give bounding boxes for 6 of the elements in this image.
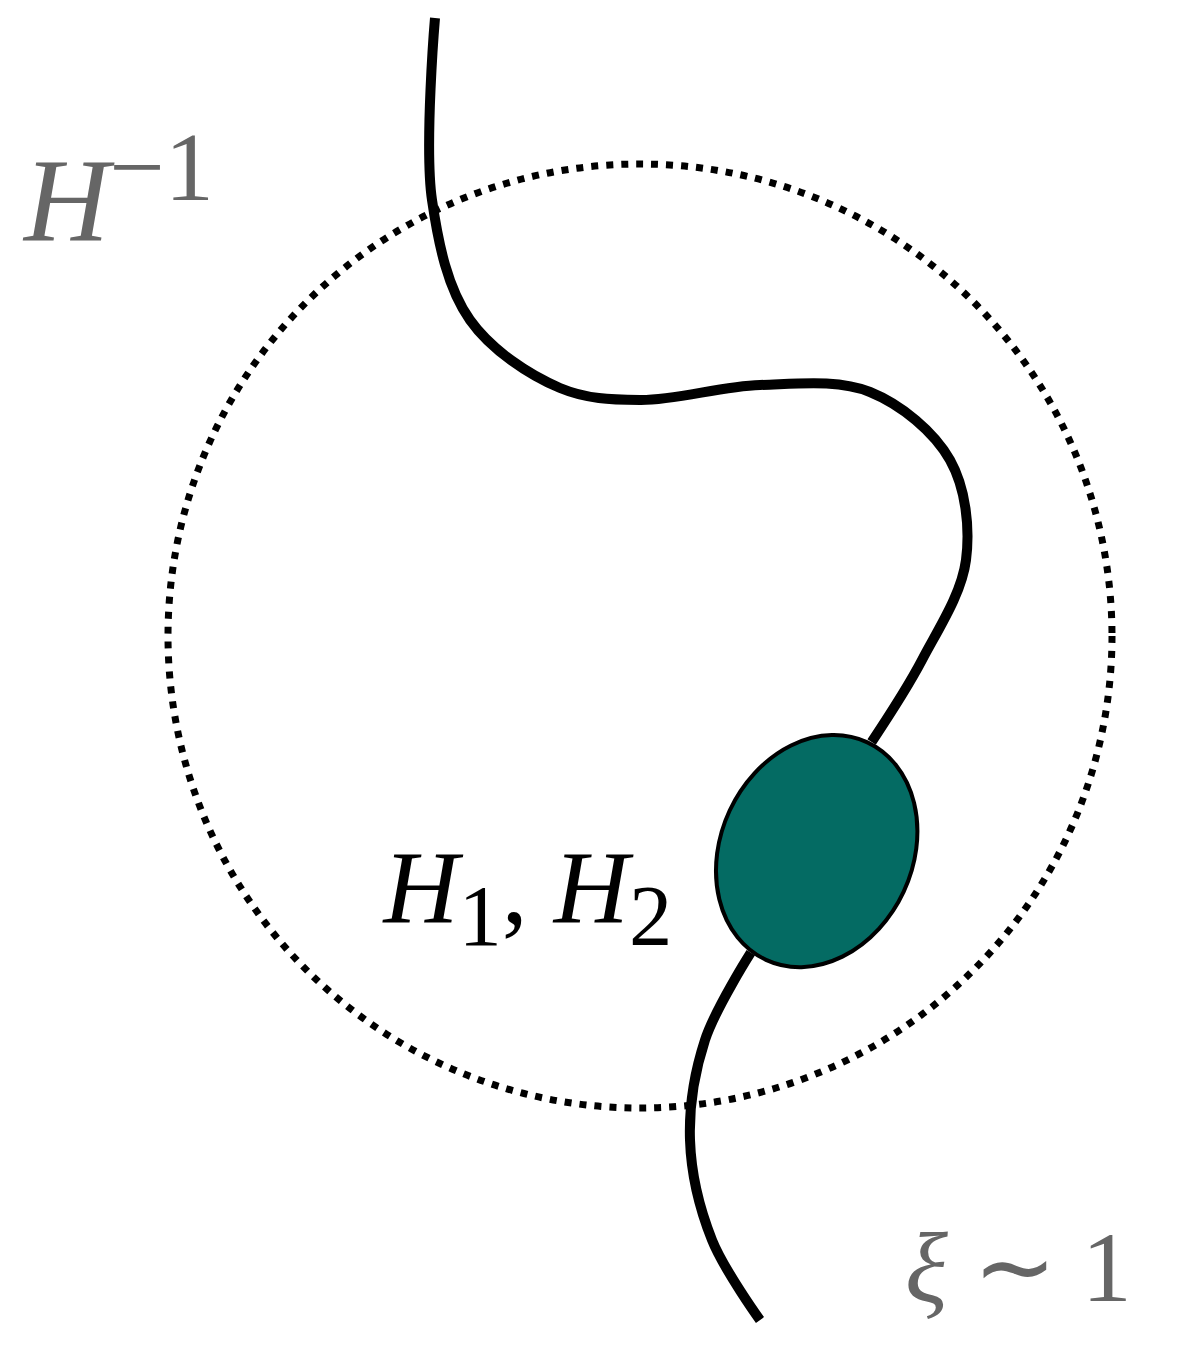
math-label: H$_{1}$, H$_{2}$ [383,835,673,960]
curve-line [684,950,765,1323]
math-label: H$^{−1}$ [24,118,214,261]
curve-line [424,17,973,745]
filled-ellipse [714,733,920,969]
math-label: ξ ∼ 1 [905,1218,1132,1318]
